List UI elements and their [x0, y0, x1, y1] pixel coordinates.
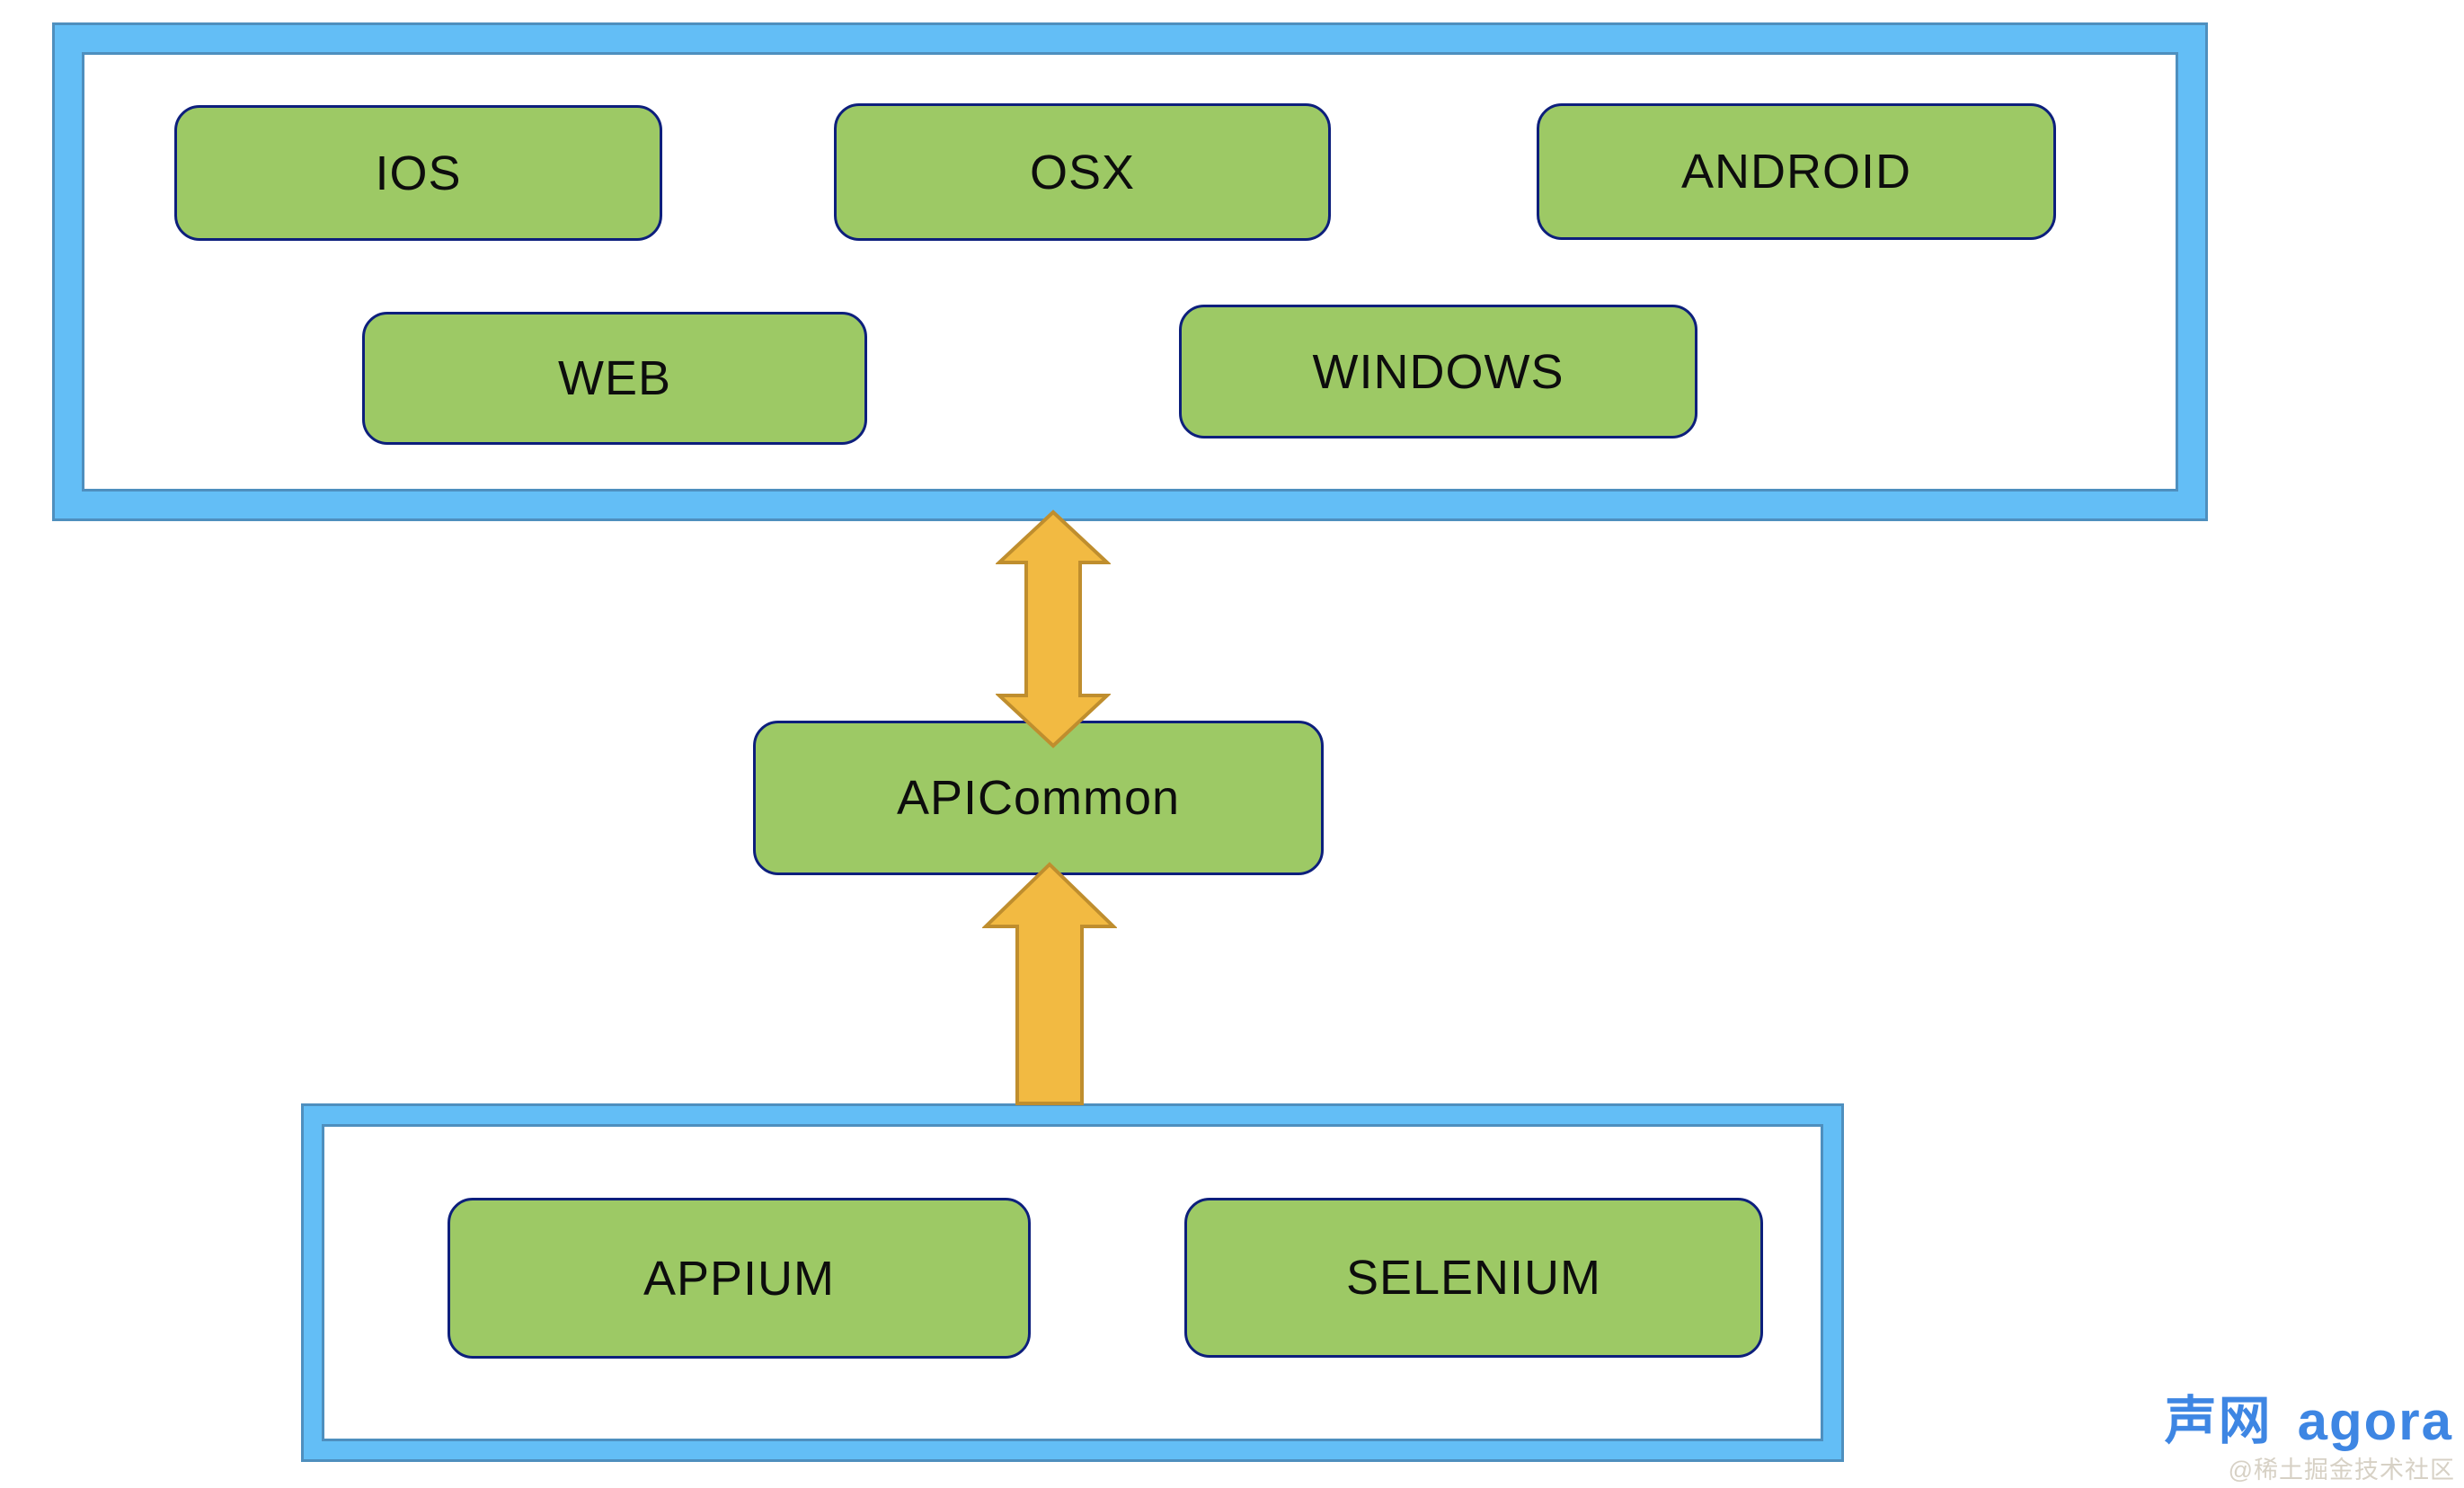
node-apicommon: APICommon — [753, 721, 1324, 875]
agora-logo: 声网 agora — [2165, 1395, 2459, 1448]
node-selenium: SELENIUM — [1184, 1198, 1763, 1358]
node-android-label: ANDROID — [1680, 145, 1911, 199]
up-arrow-connector — [982, 862, 1117, 1105]
platform-group-frame — [52, 22, 2208, 521]
node-apicommon-label: APICommon — [896, 771, 1181, 825]
juejin-watermark: @稀土掘金技术社区 — [2228, 1457, 2455, 1484]
double-arrow-connector — [996, 509, 1111, 748]
node-osx: OSX — [834, 103, 1331, 241]
node-web: WEB — [362, 312, 867, 445]
node-osx-label: OSX — [1029, 145, 1136, 199]
agora-logo-cn: 声网 — [2164, 1392, 2273, 1450]
node-windows-label: WINDOWS — [1312, 344, 1564, 399]
node-selenium-label: SELENIUM — [1345, 1251, 1602, 1305]
node-windows: WINDOWS — [1179, 305, 1697, 438]
node-ios: IOS — [174, 105, 662, 241]
node-android: ANDROID — [1537, 103, 2056, 240]
node-ios-label: IOS — [375, 146, 462, 200]
branding-block: 声网 agora @稀土掘金技术社区 — [2165, 1395, 2459, 1485]
node-appium-label: APPIUM — [643, 1251, 836, 1306]
node-web-label: WEB — [557, 351, 671, 405]
node-appium: APPIUM — [448, 1198, 1031, 1359]
agora-logo-en: agora — [2297, 1391, 2453, 1451]
